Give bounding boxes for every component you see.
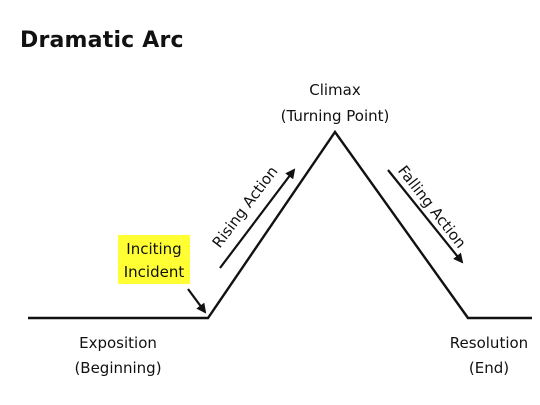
inciting-incident-label: Inciting [126,240,181,258]
climax-sublabel: (Turning Point) [281,107,390,125]
rising-action-label: Rising Action [209,163,282,252]
climax-label: Climax [309,81,361,99]
inciting-incident-sublabel: Incident [124,263,185,281]
falling-action-label: Falling Action [394,162,470,252]
exposition-label: Exposition [79,334,157,352]
exposition-sublabel: (Beginning) [74,359,161,377]
resolution-sublabel: (End) [469,359,509,377]
resolution-label: Resolution [450,334,528,352]
falling-action-arrow [387,169,464,264]
inciting-incident-arrow [187,288,207,314]
diagram-title: Dramatic Arc [20,28,184,53]
arc-line [28,129,532,320]
inciting-incident-highlight [118,235,190,284]
rising-action-arrow [219,168,296,269]
